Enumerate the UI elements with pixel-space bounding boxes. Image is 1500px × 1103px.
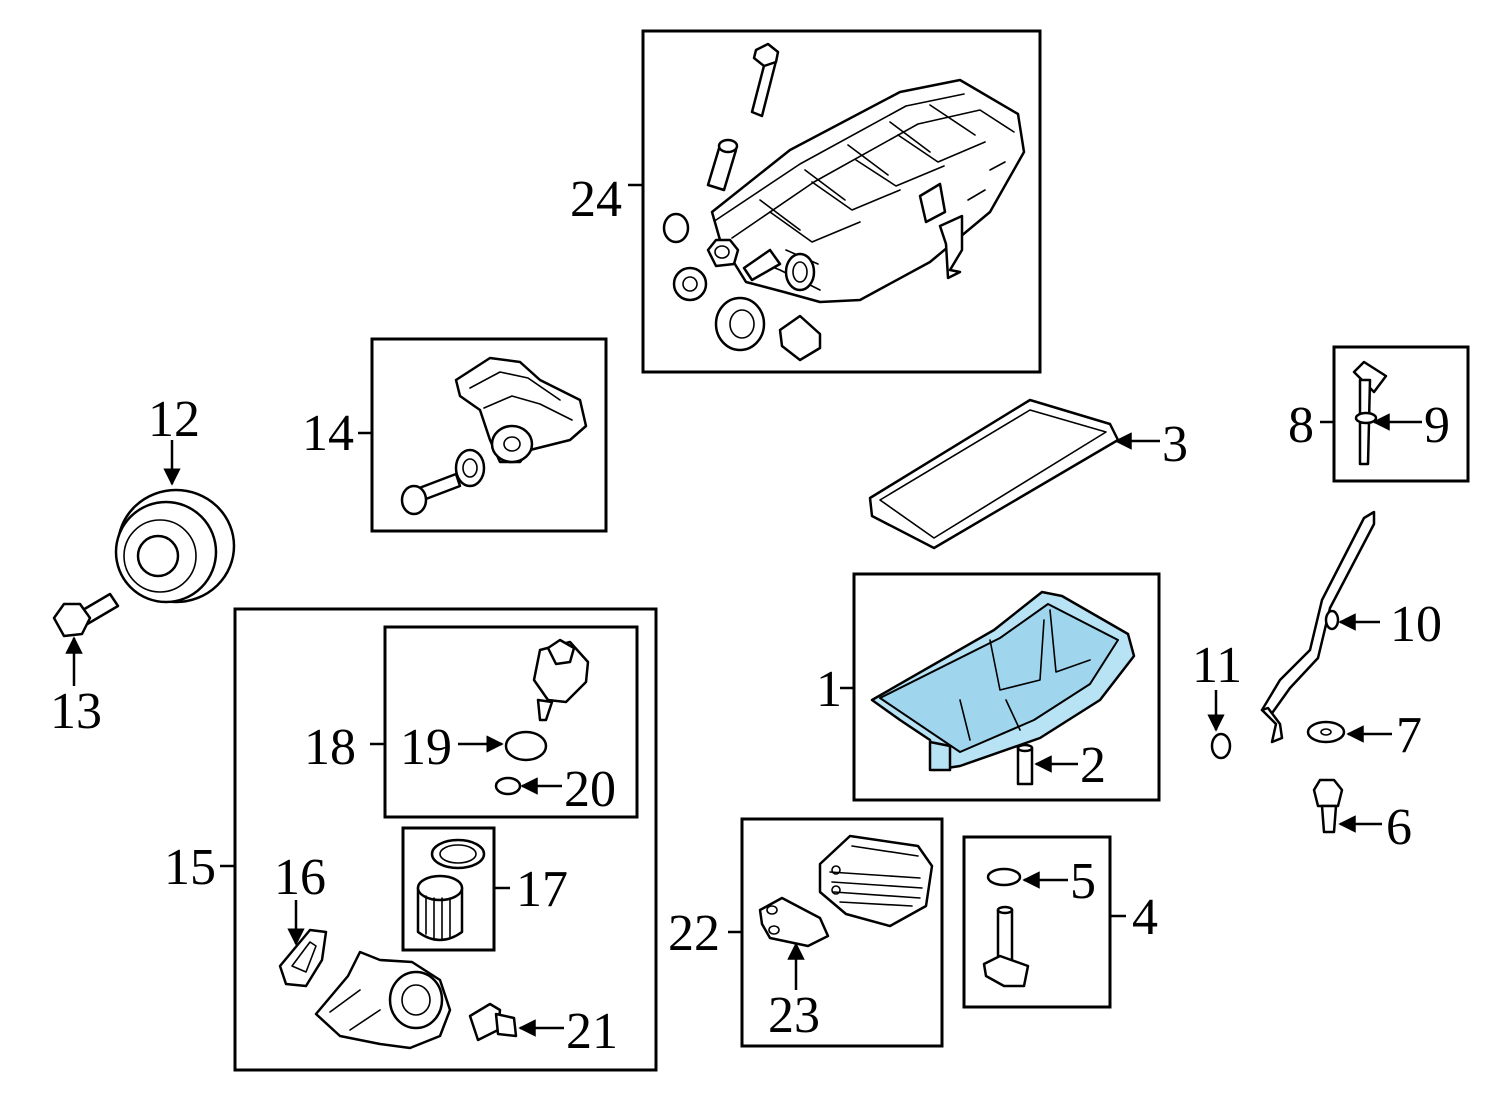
cooler-gasket-icon <box>758 896 830 948</box>
callout-11: 11 <box>1192 637 1242 694</box>
oil-filter-housing-icon <box>314 950 452 1050</box>
oil-cooler-icon <box>818 834 934 928</box>
pulley-bolt-icon <box>52 592 120 638</box>
seal-ring-20-icon <box>494 776 522 796</box>
callout-13: 13 <box>50 683 102 740</box>
seal-ring-19-icon <box>504 730 548 762</box>
oil-level-sensor-icon <box>982 905 1030 988</box>
oil-filter-element-icon <box>416 838 486 942</box>
washer-icon <box>1306 720 1346 744</box>
seal-ring-5-icon <box>986 867 1022 887</box>
callout-4: 4 <box>1132 889 1158 946</box>
callout-2: 2 <box>1080 737 1106 794</box>
callout-16: 16 <box>274 849 326 906</box>
dipstick-tube-icon <box>1260 510 1376 744</box>
oil-drain-pin-icon <box>1016 743 1034 786</box>
drain-plug-icon <box>1312 778 1344 834</box>
callout-10: 10 <box>1390 596 1442 653</box>
callout-9: 9 <box>1424 397 1450 454</box>
callout-15: 15 <box>164 839 216 896</box>
callout-7: 7 <box>1396 707 1422 764</box>
oil-pan-icon <box>870 590 1136 772</box>
pressure-sensor-icon <box>468 1002 518 1042</box>
callout-3: 3 <box>1162 416 1188 473</box>
callout-17: 17 <box>516 861 568 918</box>
oil-filter-cap-icon <box>532 638 590 722</box>
callout-23: 23 <box>768 987 820 1044</box>
callout-8: 8 <box>1288 397 1314 454</box>
callout-6: 6 <box>1386 799 1412 856</box>
callout-21: 21 <box>566 1003 618 1060</box>
housing-gasket-icon <box>278 928 328 988</box>
callout-5: 5 <box>1070 853 1096 910</box>
callout-12: 12 <box>148 391 200 448</box>
callout-14: 14 <box>302 405 354 462</box>
oil-pump-icon <box>400 356 588 516</box>
crank-pulley-icon <box>114 488 236 604</box>
leader-lines <box>65 183 1422 1037</box>
oil-pan-gasket-icon <box>868 398 1120 550</box>
callout-1: 1 <box>816 661 842 718</box>
callout-22: 22 <box>668 905 720 962</box>
callout-18: 18 <box>304 719 356 776</box>
o-ring-icon <box>1210 732 1232 760</box>
callout-24: 24 <box>570 171 622 228</box>
callout-20: 20 <box>564 761 616 818</box>
valley-cover-assembly-icon <box>662 42 1026 362</box>
callout-19: 19 <box>400 719 452 776</box>
